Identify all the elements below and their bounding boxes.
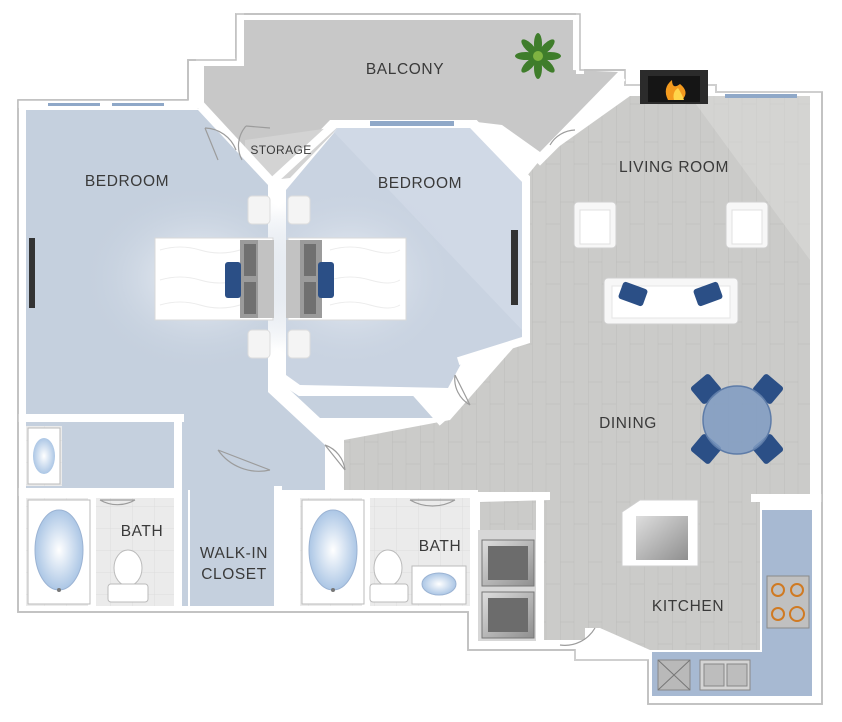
kitchen-island xyxy=(621,499,699,567)
bedroom-center-closet xyxy=(290,390,435,418)
dining-table-icon xyxy=(690,374,784,464)
label-living-room: LIVING ROOM xyxy=(619,159,729,176)
bed-icon xyxy=(286,195,407,359)
label-closet: CLOSET xyxy=(201,566,267,583)
label-bath-left: BATH xyxy=(121,523,164,540)
toilet-icon xyxy=(107,549,149,603)
toilet-icon xyxy=(369,549,409,603)
bed-icon xyxy=(154,195,274,359)
stove-icon xyxy=(766,575,810,629)
bathtub-icon xyxy=(301,499,365,605)
kitchen-sink-icon xyxy=(699,659,751,691)
label-storage: STORAGE xyxy=(250,143,311,157)
refrigerator-icon xyxy=(481,539,535,587)
armchair-icon xyxy=(573,201,617,249)
windows xyxy=(29,94,797,308)
label-bedroom-center: BEDROOM xyxy=(378,175,462,192)
room-labels: BALCONY STORAGE BEDROOM BEDROOM LIVING R… xyxy=(85,61,729,615)
dishwasher-icon xyxy=(481,591,535,639)
outer-wall-outline xyxy=(17,13,823,705)
label-balcony: BALCONY xyxy=(366,61,444,78)
label-bath-right: BATH xyxy=(419,538,462,555)
armchair-icon xyxy=(725,201,769,249)
plant-icon xyxy=(515,33,561,79)
doors xyxy=(99,125,596,646)
label-bedroom-left: BEDROOM xyxy=(85,173,169,190)
sink-icon xyxy=(27,427,61,485)
label-walk-in: WALK-IN xyxy=(200,545,268,562)
sofa-icon xyxy=(603,277,739,325)
label-dining: DINING xyxy=(599,415,657,432)
label-kitchen: KITCHEN xyxy=(652,598,724,615)
sink-icon xyxy=(411,565,467,605)
fireplace-icon xyxy=(640,70,708,104)
walk-in-closet-floor xyxy=(190,418,276,606)
dishwasher-icon xyxy=(657,659,691,691)
bathtub-icon xyxy=(27,499,91,605)
